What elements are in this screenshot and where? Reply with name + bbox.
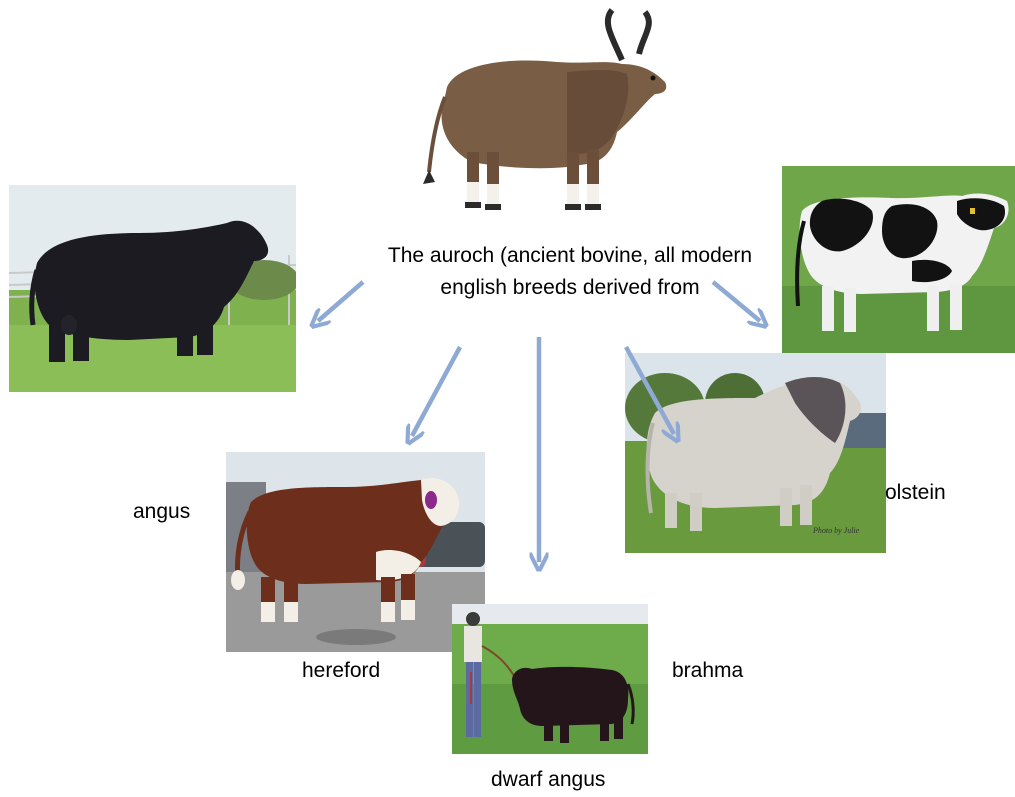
angus-label: angus	[133, 500, 190, 524]
arrow-to-hereford	[412, 347, 460, 436]
brahma-label: brahma	[672, 659, 743, 683]
auroch-description-line-1: The auroch (ancient bovine, all modern	[355, 240, 785, 272]
auroch-illustration	[417, 2, 677, 217]
brahma-photo: Photo by Julie	[625, 353, 886, 553]
auroch-description: The auroch (ancient bovine, all modern e…	[355, 240, 785, 304]
holstein-photo	[782, 166, 1015, 353]
hereford-label: hereford	[302, 659, 380, 683]
photo-caption: Photo by Julie	[812, 526, 860, 535]
holstein-label: olstein	[885, 481, 946, 505]
angus-photo	[9, 185, 296, 392]
hereford-photo	[226, 452, 485, 652]
auroch-description-line-2: english breeds derived from	[355, 272, 785, 304]
dwarf-angus-photo	[452, 604, 648, 754]
dwarf-angus-label: dwarf angus	[491, 768, 605, 792]
